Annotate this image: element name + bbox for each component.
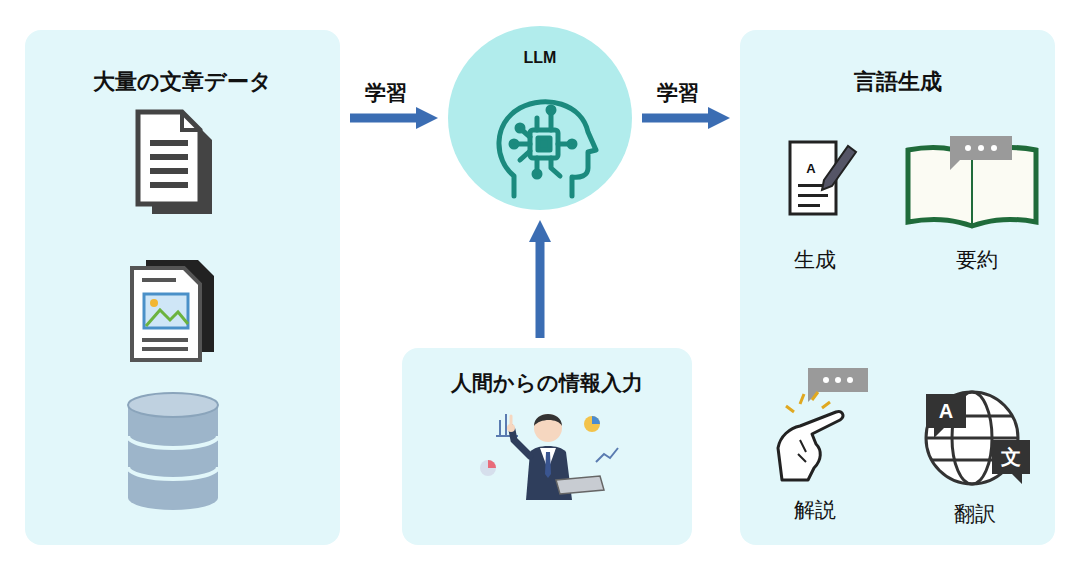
source-panel: 大量の文章データ xyxy=(25,30,340,545)
llm-circle: LLM xyxy=(448,26,632,210)
edge-label: 学習 xyxy=(365,82,407,103)
edge-label: 学習 xyxy=(657,82,699,103)
flow-arrow xyxy=(350,114,416,123)
function-label: 要約 xyxy=(956,249,998,270)
node-title: 大量の文章データ xyxy=(25,71,340,93)
input-box: 人間からの情報入力 xyxy=(402,348,692,545)
icon-letter: 文 xyxy=(1001,447,1021,467)
function-label: 解説 xyxy=(794,499,836,520)
node-title: LLM xyxy=(448,50,632,66)
icon-letter: A xyxy=(806,162,815,175)
output-panel: 言語生成 xyxy=(740,30,1055,545)
function-label: 生成 xyxy=(794,249,836,270)
flow-arrow xyxy=(536,242,545,338)
flow-arrow xyxy=(642,114,708,123)
node-title: 言語生成 xyxy=(740,71,1055,93)
node-title: 人間からの情報入力 xyxy=(402,372,692,393)
function-label: 翻訳 xyxy=(954,503,996,524)
icon-letter: A xyxy=(939,401,953,421)
